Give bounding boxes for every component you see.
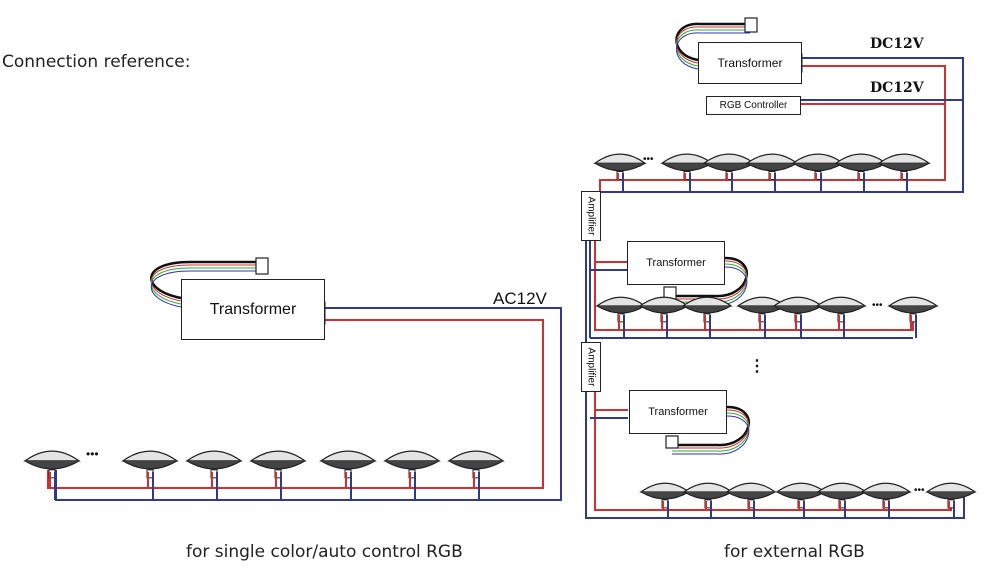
amplifier-bottom-label: Amplifier: [585, 347, 597, 387]
left-lamp-2-base: [186, 460, 242, 470]
left-lamp-ellipsis: •••: [86, 447, 99, 461]
right-row1-lamp-3-dome: [745, 153, 799, 164]
right-row3-lamp-4-base: [817, 491, 867, 500]
right-row1-lamp-5-dome: [834, 153, 888, 164]
dc12v-top-label: DC12V: [870, 36, 924, 52]
right-row3-lamp-1-base: [683, 491, 733, 500]
right-bottom-row-ellipsis: •••: [914, 485, 925, 496]
right-row1-lamp-5-base: [835, 162, 887, 172]
right-top-cable-blue: [676, 32, 750, 70]
right-row1-lamp-2-dome: [702, 153, 756, 164]
left-lamp-4-dome: [319, 450, 377, 462]
left-lamp-0-dome: [23, 450, 81, 462]
bottom-cable-red: [672, 409, 750, 449]
right-row3-lamp-5-base: [861, 491, 911, 500]
right-row1-lamp-0-base: [594, 162, 646, 172]
right-row2-lamp-2-base: [682, 305, 732, 314]
right-row2-lamp-0-dome: [595, 296, 647, 307]
left-lamp-5-base: [384, 460, 440, 470]
left-lamp-4-base: [320, 460, 376, 470]
left-lamp-6-dome: [447, 450, 505, 462]
right-row1-lamp-4-base: [792, 162, 844, 172]
right-mid-transformer-label: Transformer: [646, 257, 706, 269]
right-row2-lamp-5-base: [816, 305, 866, 314]
bottom-cable-black: [672, 405, 750, 447]
right-top-cable-red: [676, 26, 750, 64]
amplifier-top: Amplifier: [581, 191, 601, 241]
right-row1-lamp-6-dome: [877, 153, 931, 164]
left-lamp-6-base: [448, 460, 504, 470]
right-row1-lamp-0-dome: [593, 153, 647, 164]
right-row1-lamp-6-base: [878, 162, 930, 172]
right-row3-lamp-3-dome: [775, 482, 827, 493]
right-top-red-wire: [599, 65, 946, 210]
ac12v-label: AC12V: [493, 289, 547, 308]
right-row3-lamp-0-dome: [639, 482, 691, 493]
right-bottom-transformer-label: Transformer: [648, 406, 708, 418]
right-row3-lamp-3-base: [776, 491, 826, 500]
rgb-controller: RGB Controller: [706, 96, 801, 115]
connection-reference-title: Connection reference:: [2, 52, 191, 72]
left-cable-blue: [150, 270, 260, 308]
left-transformer: Transformer: [181, 279, 325, 340]
right-row3-lamp-0-base: [640, 491, 690, 500]
left-lamp-2-dome: [185, 450, 243, 462]
right-top-cable-black: [675, 22, 750, 62]
right-row3-lamp-6-base: [926, 491, 976, 500]
left-cable-black: [150, 260, 260, 300]
right-row2-lamp-1-base: [639, 305, 689, 314]
right-row1-lamp-3-base: [746, 162, 798, 172]
right-row2-lamp-4-dome: [772, 296, 824, 307]
right-mid-transformer: Transformer: [627, 241, 725, 285]
left-red-wire: [47, 319, 544, 489]
right-row2-lamp-6-dome: [887, 296, 939, 307]
right-row2-lamp-0-base: [596, 305, 646, 314]
mid-cable-black: [670, 256, 748, 298]
left-lamp-1-dome: [121, 450, 179, 462]
left-lamp-3-dome: [249, 450, 307, 462]
dc12v-bottom-label: DC12V: [870, 80, 924, 96]
right-row3-lamp-2-base: [726, 491, 776, 500]
left-cable-green: [150, 267, 260, 305]
right-bottom-transformer: Transformer: [629, 390, 727, 434]
rgb-controller-label: RGB Controller: [719, 100, 788, 111]
right-top-transformer-label: Transformer: [717, 56, 783, 70]
right-row2-lamp-6-base: [888, 305, 938, 314]
right-row1-lamp-4-dome: [791, 153, 845, 164]
vertical-ellipsis: ⋮: [749, 358, 765, 375]
right-row3-lamp-6-dome: [925, 482, 977, 493]
right-top-transformer: Transformer: [698, 42, 802, 84]
right-row1-lamp-1-base: [661, 162, 713, 172]
right-row1-lamp-1-dome: [660, 153, 714, 164]
right-row1-lamp-2-base: [703, 162, 755, 172]
bottom-plug: [665, 435, 679, 449]
right-row3-lamp-1-dome: [682, 482, 734, 493]
left-cable-red: [150, 264, 260, 302]
amplifier-bottom: Amplifier: [581, 342, 601, 392]
bottom-cable-green: [672, 412, 750, 452]
right-row3-lamp-4-dome: [816, 482, 868, 493]
right-top-blue-wire: [601, 57, 964, 193]
left-lamp-1-base: [122, 460, 178, 470]
left-lamp-5-dome: [383, 450, 441, 462]
right-row3-lamp-5-dome: [860, 482, 912, 493]
right-caption: for external RGB: [724, 542, 865, 562]
left-plug: [255, 257, 269, 275]
right-row3-lamp-2-dome: [725, 482, 777, 493]
left-transformer-label: Transformer: [209, 300, 297, 318]
left-caption: for single color/auto control RGB: [186, 542, 463, 562]
right-top-plug: [744, 17, 758, 33]
right-row2-lamp-4-base: [773, 305, 823, 314]
amplifier-top-label: Amplifier: [585, 196, 597, 236]
bottom-cable-blue: [672, 415, 750, 455]
right-mid-row-ellipsis: •••: [872, 300, 883, 311]
left-lamp-0-base: [24, 460, 80, 470]
right-top-cable-green: [676, 29, 750, 67]
left-lamp-3-base: [250, 460, 306, 470]
right-row2-lamp-5-dome: [815, 296, 867, 307]
right-top-row-ellipsis: •••: [643, 154, 654, 165]
